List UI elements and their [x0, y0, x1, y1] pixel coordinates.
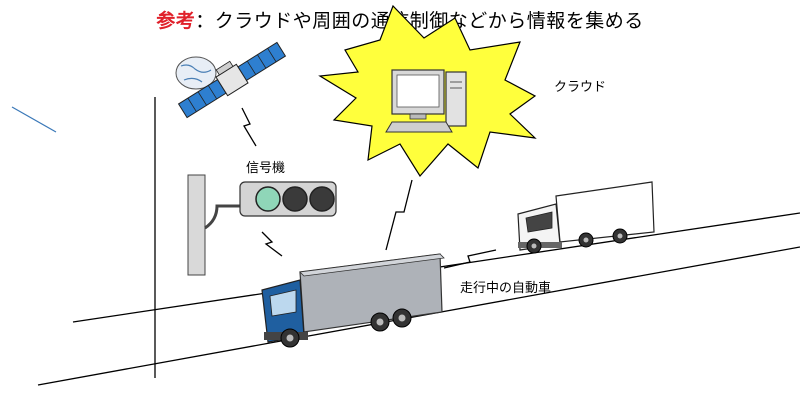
cloud-label: クラウド — [554, 80, 607, 95]
title-text: クラウドや周囲の通信制御などから情報を集める — [214, 10, 644, 32]
corner-stroke — [11, 106, 57, 133]
title-prefix: 参考 — [156, 10, 196, 32]
traffic-signal-icon — [187, 174, 337, 276]
road-lower-edge — [37, 246, 800, 386]
satellite-icon — [175, 41, 287, 119]
title-separator: ： — [195, 10, 215, 32]
signal-label: 信号機 — [246, 161, 286, 176]
truck-icon — [261, 253, 445, 348]
cloud-computer-icon — [318, 4, 537, 178]
wireless-link-icon — [241, 107, 497, 269]
delivery-truck-icon — [517, 181, 655, 254]
page-title: 参考：クラウドや周囲の通信制御などから情報を集める — [0, 8, 800, 34]
vehicle-label: 走行中の自動車 — [460, 281, 552, 296]
